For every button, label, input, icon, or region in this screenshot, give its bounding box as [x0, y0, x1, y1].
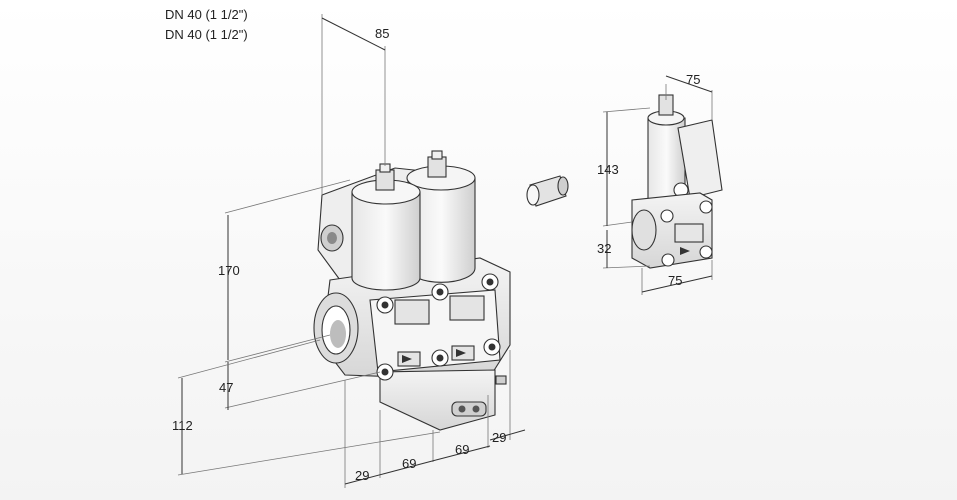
- dim-label-85: 85: [375, 26, 389, 41]
- plate-hole-inner: [327, 232, 337, 244]
- dim-label-47: 47: [219, 380, 233, 395]
- bottom-port-2: [472, 405, 480, 413]
- dim-line-29-left: [344, 473, 384, 485]
- side-view-valve: [631, 94, 723, 269]
- side-flow-arrow: [680, 247, 690, 255]
- dim-line-69-a: [382, 459, 437, 475]
- plug-2: [427, 156, 447, 178]
- side-nipple: [495, 375, 507, 385]
- dim-label-69-a: 69: [402, 456, 416, 471]
- side-bolt-3: [661, 253, 675, 267]
- inlet-bore-inner: [330, 320, 346, 348]
- dim-label-143: 143: [597, 162, 619, 177]
- module-1: [394, 299, 430, 325]
- bottom-module: [379, 369, 496, 431]
- cable-gland-back: [557, 176, 569, 196]
- dim-label-75-bottom: 75: [668, 273, 682, 288]
- dim-line-29-right: [489, 429, 526, 441]
- plug-1: [375, 169, 395, 191]
- bolt-heads: [381, 278, 496, 376]
- dim-label-112: 112: [172, 418, 193, 433]
- dim-label-29-left: 29: [355, 468, 369, 483]
- dim-line-75-bottom: [641, 275, 713, 293]
- plug-2-tip: [431, 150, 443, 160]
- bottom-port-1: [458, 405, 466, 413]
- solenoid-coil-1: [351, 191, 421, 291]
- cable-gland: [526, 175, 569, 207]
- header-line-2: DN 40 (1 1/2"): [165, 27, 248, 42]
- dim-label-69-b: 69: [455, 442, 469, 457]
- header-line-1: DN 40 (1 1/2"): [165, 7, 248, 22]
- dim-line-75-top: [665, 75, 713, 93]
- flow-arrow-1: [402, 355, 412, 363]
- dim-line-85: [321, 17, 386, 51]
- dim-label-170: 170: [218, 263, 240, 278]
- main-valve-assembly: [313, 150, 511, 431]
- side-body: [631, 192, 713, 269]
- dim-label-32: 32: [597, 241, 611, 256]
- bolts: [376, 273, 501, 381]
- side-module: [674, 223, 704, 243]
- cable-gland-front: [526, 184, 540, 206]
- side-connector-box: [677, 119, 723, 199]
- side-bolt-4: [699, 245, 713, 259]
- bottom-port-plate: [451, 401, 487, 417]
- dim-label-75-top: 75: [686, 72, 700, 87]
- dim-label-29-right: 29: [492, 430, 506, 445]
- side-bolt-2: [699, 200, 713, 214]
- side-bolt-1: [660, 209, 674, 223]
- side-flange: [631, 209, 657, 251]
- module-2: [449, 295, 485, 321]
- dim-line-69-b: [435, 445, 491, 461]
- dimension-lines: [177, 14, 713, 488]
- flow-arrow-2: [456, 349, 466, 357]
